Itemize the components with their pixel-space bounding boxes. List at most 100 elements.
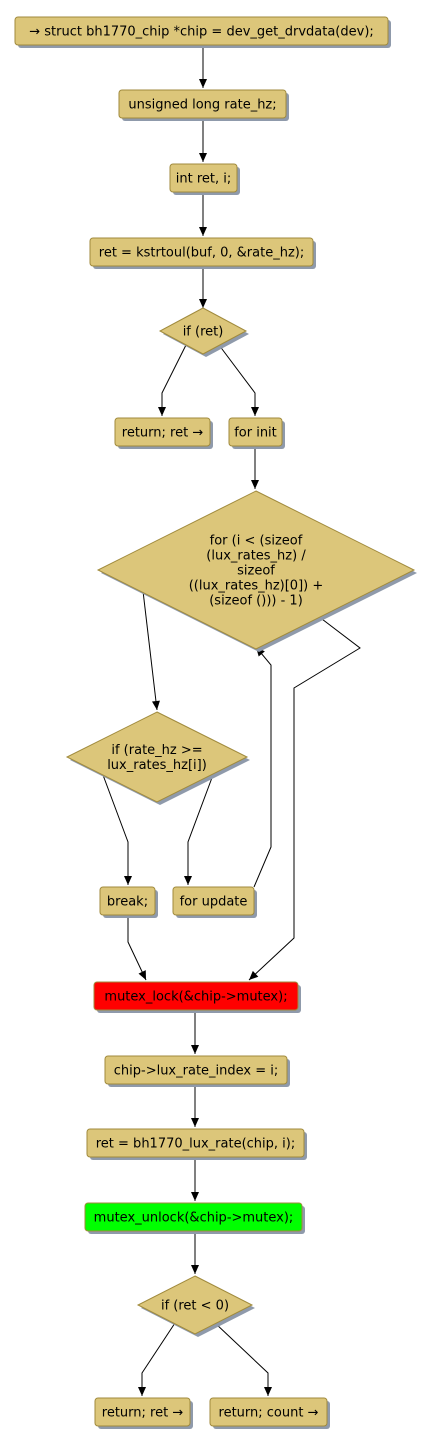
arrowhead-icon bbox=[138, 970, 146, 980]
edge-line bbox=[141, 1322, 176, 1396]
edge-line bbox=[127, 915, 147, 981]
process-label: int ret, i; bbox=[176, 172, 232, 187]
process-n7: break; bbox=[99, 886, 158, 918]
process-n14: return; count → bbox=[209, 1397, 330, 1429]
decision-shape bbox=[136, 1275, 254, 1335]
process-box bbox=[172, 886, 255, 916]
edge-line bbox=[248, 615, 361, 981]
process-label: mutex_unlock(&chip->mutex); bbox=[94, 1211, 294, 1226]
process-label: → struct bh1770_chip *chip = dev_get_drv… bbox=[29, 25, 374, 40]
edge-n3-to-n4 bbox=[199, 192, 207, 236]
edge-d3-to-n7 bbox=[102, 774, 132, 885]
decision-shape bbox=[65, 711, 249, 803]
arrowhead-icon bbox=[199, 153, 207, 162]
process-label: unsigned long rate_hz; bbox=[128, 98, 276, 113]
process-n12: mutex_unlock(&chip->mutex); bbox=[84, 1202, 305, 1234]
nodes-layer: → struct bh1770_chip *chip = dev_get_drv… bbox=[14, 16, 417, 1429]
arrowhead-icon bbox=[138, 1387, 146, 1396]
process-box bbox=[94, 1397, 191, 1427]
decision-shape bbox=[158, 307, 248, 355]
process-label: return; count → bbox=[219, 1406, 319, 1421]
decision-d4: if (ret < 0) bbox=[136, 1275, 255, 1337]
process-n2: unsigned long rate_hz; bbox=[118, 89, 289, 121]
process-n6: for init bbox=[228, 417, 285, 449]
arrowhead-icon bbox=[151, 700, 160, 710]
arrowhead-icon bbox=[249, 970, 259, 980]
arrowhead-icon bbox=[199, 227, 207, 236]
arrowhead-icon bbox=[199, 79, 207, 88]
edge-line bbox=[253, 646, 272, 888]
process-label: chip->lux_rate_index = i; bbox=[114, 1064, 279, 1079]
edge-n4-to-d1 bbox=[199, 266, 207, 308]
process-label: break; bbox=[107, 895, 148, 910]
edge-n7-to-n9 bbox=[127, 915, 147, 981]
edges-layer bbox=[102, 45, 361, 1396]
process-n10: chip->lux_rate_index = i; bbox=[104, 1055, 290, 1087]
arrowhead-icon bbox=[191, 1118, 199, 1127]
process-box bbox=[118, 89, 287, 119]
edge-line bbox=[102, 774, 129, 885]
edge-n1-to-n2 bbox=[199, 45, 207, 88]
process-n9: mutex_lock(&chip->mutex); bbox=[93, 981, 301, 1013]
edge-d1-to-n5 bbox=[158, 344, 187, 416]
edge-d1-to-n6 bbox=[218, 344, 259, 416]
decision-label: (sizeof ())) - 1) bbox=[209, 594, 303, 609]
edge-n10-to-n11 bbox=[191, 1084, 199, 1127]
edge-n12-to-d4 bbox=[191, 1231, 199, 1274]
process-box bbox=[209, 1397, 328, 1427]
process-label: for update bbox=[180, 895, 248, 910]
process-box bbox=[104, 1055, 288, 1085]
edge-line bbox=[214, 1322, 269, 1396]
edge-d3-to-n8 bbox=[184, 774, 214, 885]
edge-n6-to-d2 bbox=[251, 446, 259, 489]
process-box bbox=[86, 1128, 305, 1158]
process-box bbox=[89, 237, 314, 267]
process-n4: ret = kstrtoul(buf, 0, &rate_hz); bbox=[89, 237, 316, 269]
process-box bbox=[93, 981, 299, 1011]
process-label: return; ret → bbox=[122, 426, 204, 441]
edge-n9-to-n10 bbox=[191, 1010, 199, 1054]
decision-shape bbox=[96, 490, 416, 650]
arrowhead-icon bbox=[191, 1192, 199, 1201]
decision-label: if (rate_hz >= bbox=[111, 743, 202, 758]
process-n8: for update bbox=[172, 886, 257, 918]
decision-label: sizeof bbox=[237, 564, 275, 579]
process-label: mutex_lock(&chip->mutex); bbox=[104, 990, 287, 1005]
edge-line bbox=[142, 590, 158, 711]
decision-label: if (ret) bbox=[183, 325, 224, 340]
process-n11: ret = bh1770_lux_rate(chip, i); bbox=[86, 1128, 307, 1160]
decision-label: (lux_rates_hz) / bbox=[206, 549, 306, 564]
decision-label: if (ret < 0) bbox=[161, 1299, 229, 1314]
process-box bbox=[14, 16, 389, 46]
edge-d4-to-n14 bbox=[214, 1322, 272, 1396]
decision-d3: if (rate_hz >=lux_rates_hz[i]) bbox=[65, 711, 250, 805]
process-box bbox=[228, 417, 283, 447]
edge-n8-to-d2 bbox=[253, 646, 272, 888]
decision-label: ((lux_rates_hz)[0]) + bbox=[189, 579, 324, 594]
process-n1: → struct bh1770_chip *chip = dev_get_drv… bbox=[14, 16, 391, 48]
process-n13: return; ret → bbox=[94, 1397, 193, 1429]
arrowhead-icon bbox=[124, 876, 132, 885]
edge-d2-to-d3 bbox=[142, 590, 160, 711]
edge-d2-to-n9 bbox=[248, 615, 361, 981]
process-label: for init bbox=[234, 426, 277, 441]
edge-n11-to-n12 bbox=[191, 1157, 199, 1201]
process-n5: return; ret → bbox=[114, 417, 213, 449]
decision-d1: if (ret) bbox=[158, 307, 249, 357]
edge-n2-to-n3 bbox=[199, 118, 207, 162]
edge-line bbox=[161, 344, 187, 416]
process-box bbox=[114, 417, 211, 447]
decision-label: for (i < (sizeof bbox=[210, 534, 303, 549]
edge-line bbox=[218, 344, 256, 416]
arrowhead-icon bbox=[251, 407, 259, 416]
arrowhead-icon bbox=[191, 1265, 199, 1274]
process-n3: int ret, i; bbox=[169, 163, 240, 195]
process-box bbox=[84, 1202, 303, 1232]
edge-line bbox=[187, 774, 214, 885]
decision-d2: for (i < (sizeof(lux_rates_hz) /sizeof((… bbox=[96, 490, 417, 652]
process-box bbox=[169, 163, 238, 193]
decision-label: lux_rates_hz[i]) bbox=[107, 758, 207, 773]
arrowhead-icon bbox=[158, 407, 166, 416]
process-label: ret = kstrtoul(buf, 0, &rate_hz); bbox=[99, 246, 304, 261]
